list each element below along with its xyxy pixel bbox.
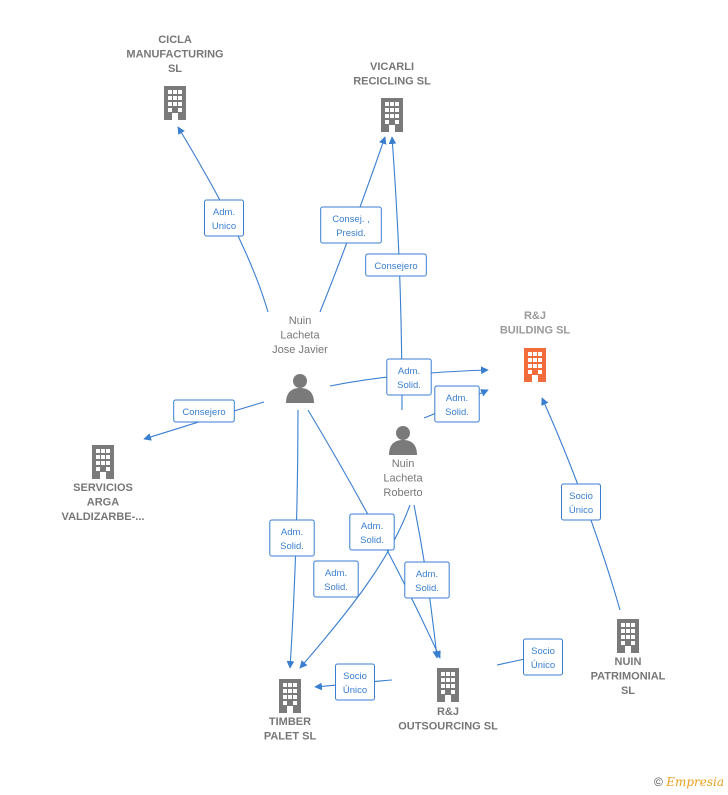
node-label: Jose Javier — [272, 344, 328, 356]
node-label: RECICLING SL — [353, 76, 431, 88]
edge-label-e10[interactable]: Adm. Solid. — [404, 561, 450, 599]
edge-label-text: Consejero — [182, 407, 225, 418]
edge-label-e3[interactable]: Consejero — [365, 253, 427, 277]
edge-label-box — [349, 513, 395, 551]
node-nuinpatrimonial[interactable]: NUIN PATRIMONIAL SL — [591, 619, 666, 697]
edge-label-box — [313, 560, 359, 598]
edge-label-box — [320, 206, 382, 244]
node-label: CICLA — [158, 34, 192, 46]
node-label: VALDIZARBE-... — [62, 511, 145, 523]
edge-label-text: Consej. , — [332, 214, 370, 225]
edge-label-text: Adm. — [281, 527, 303, 538]
node-label: Nuin — [289, 315, 312, 327]
edge-label-box — [386, 358, 432, 396]
edge-label-text: Único — [531, 660, 555, 671]
edge-label-text: Socio — [569, 491, 593, 502]
building-icon — [279, 679, 301, 713]
edge-label-e1[interactable]: Adm. Unico — [204, 199, 244, 237]
footer-brand: © Empresia — [654, 775, 724, 789]
edge-label-box — [335, 663, 375, 701]
node-label: MANUFACTURING — [126, 49, 223, 61]
node-label: Nuin — [392, 458, 415, 470]
node-label: BUILDING SL — [500, 325, 571, 337]
edge-label-text: Solid. — [324, 582, 348, 593]
brand-name: Empresia — [666, 775, 724, 789]
edge-label-box — [269, 519, 315, 557]
edge-label-text: Adm. — [416, 569, 438, 580]
edge-label-text: Unico — [212, 221, 236, 232]
edge-label-text: Solid. — [280, 541, 304, 552]
edge-label-box — [523, 638, 563, 676]
building-icon — [617, 619, 639, 653]
edge-label-text: Único — [569, 505, 593, 516]
edge-e9 — [299, 504, 411, 669]
node-label: VICARLI — [370, 61, 414, 73]
node-label: SL — [168, 63, 182, 75]
building-icon — [437, 668, 459, 702]
edge-label-box — [434, 385, 480, 423]
edge-label-box — [561, 483, 601, 521]
node-label: ARGA — [87, 497, 119, 509]
node-rjbuilding[interactable]: R&J BUILDING SL — [500, 310, 571, 382]
building-icon — [92, 445, 114, 479]
edge-label-text: Adm. — [213, 207, 235, 218]
edge-label-box — [404, 561, 450, 599]
person-icon — [286, 374, 314, 403]
building-icon — [381, 98, 403, 132]
edge-label-e9[interactable]: Adm. Solid. — [313, 560, 359, 598]
edge-label-text: Presid. — [336, 228, 366, 239]
node-cicla[interactable]: CICLA MANUFACTURING SL — [126, 34, 224, 120]
edge-label-e2[interactable]: Consej. , Presid. — [320, 206, 382, 244]
person-icon — [389, 426, 417, 455]
node-label: R&J — [524, 310, 546, 322]
edge-label-text: Socio — [343, 671, 367, 682]
edge-label-e5[interactable]: Adm. Solid. — [434, 385, 480, 423]
edge-label-box — [204, 199, 244, 237]
node-label: PATRIMONIAL — [591, 671, 666, 683]
edge-label-e7[interactable]: Adm. Solid. — [269, 519, 315, 557]
edge-label-text: Adm. — [325, 568, 347, 579]
node-servicios[interactable]: SERVICIOS ARGA VALDIZARBE-... — [62, 445, 145, 523]
node-label: PALET SL — [264, 731, 317, 743]
edge-label-text: Solid. — [415, 583, 439, 594]
node-timber[interactable]: TIMBER PALET SL — [264, 679, 317, 743]
edge-label-text: Solid. — [445, 407, 469, 418]
edge-label-box — [173, 399, 235, 423]
edge-label-text: Adm. — [398, 366, 420, 377]
edge-label-text: Solid. — [397, 380, 421, 391]
edge-label-text: Adm. — [446, 393, 468, 404]
node-label: OUTSOURCING SL — [398, 721, 498, 733]
edge-label-text: Socio — [531, 646, 555, 657]
node-label: SL — [621, 685, 635, 697]
node-label: NUIN — [615, 656, 642, 668]
node-rjoutsourcing[interactable]: R&J OUTSOURCING SL — [398, 668, 498, 733]
node-label: R&J — [437, 706, 459, 718]
node-label: Roberto — [383, 487, 422, 499]
nodes-layer: CICLA MANUFACTURING SL VICARLI RECICLING SL R… — [62, 34, 666, 743]
building-icon — [524, 348, 546, 382]
copyright-symbol: © — [654, 775, 663, 789]
edge-label-text: Adm. — [361, 521, 383, 532]
edge-label-text: Consejero — [374, 261, 417, 272]
node-label: SERVICIOS — [73, 482, 133, 494]
edge-label-e6[interactable]: Consejero — [173, 399, 235, 423]
node-vicarli[interactable]: VICARLI RECICLING SL — [353, 61, 431, 132]
edge-label-text: Único — [343, 685, 367, 696]
edge-label-text: Solid. — [360, 535, 384, 546]
edge-label-e8[interactable]: Adm. Solid. — [349, 513, 395, 551]
node-label: TIMBER — [269, 716, 311, 728]
edge-label-box — [365, 253, 427, 277]
node-label: Lacheta — [383, 473, 423, 485]
node-label: Lacheta — [280, 330, 320, 342]
edge-label-e4[interactable]: Adm. Solid. — [386, 358, 432, 396]
building-icon — [164, 86, 186, 120]
